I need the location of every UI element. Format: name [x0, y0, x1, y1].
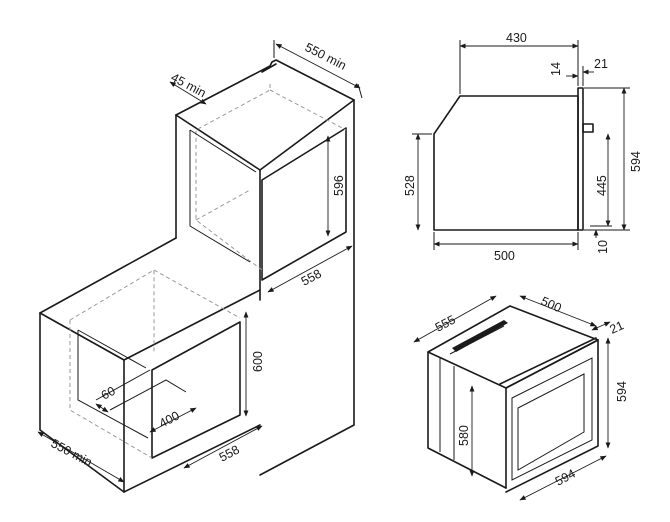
side-door-label: 21 [594, 57, 608, 71]
iso-door-label: 21 [608, 318, 626, 336]
vent-depth-label: 60 [99, 384, 118, 403]
upper-height-label: 596 [332, 175, 346, 196]
oven-iso-view: 555 500 21 594 580 594 [413, 294, 629, 501]
upper-dimensions [169, 40, 363, 293]
gap-label: 45 min [169, 70, 209, 100]
iso-inner-height-label: 580 [457, 425, 471, 446]
upper-column [175, 59, 355, 476]
lower-dimensions [37, 311, 263, 483]
oven-side-view: 430 14 21 594 528 445 10 500 [403, 31, 643, 263]
side-body-height-label: 528 [403, 175, 417, 196]
iso-depth-label: 555 [433, 312, 458, 334]
installation-cabinet-drawing: 550 min 45 min 596 558 600 60 400 558 55… [37, 40, 363, 493]
lower-height-label: 600 [251, 351, 265, 372]
side-inner-height-label: 445 [595, 175, 609, 196]
side-depth-label: 500 [494, 249, 515, 263]
lower-depth-label: 550 min [49, 436, 95, 469]
side-top-depth-label: 430 [506, 31, 527, 45]
side-front-panel-label: 14 [549, 62, 563, 76]
iso-width-front-label: 594 [553, 466, 578, 488]
side-total-height-label: 594 [629, 151, 643, 172]
upper-width-label: 558 [299, 266, 324, 288]
lower-width-label: 558 [217, 442, 242, 464]
side-bottom-offset-label: 10 [596, 240, 610, 254]
iso-height-side-label: 594 [615, 381, 629, 402]
vent-width-label: 400 [157, 408, 182, 430]
upper-depth-label: 550 min [303, 40, 349, 73]
